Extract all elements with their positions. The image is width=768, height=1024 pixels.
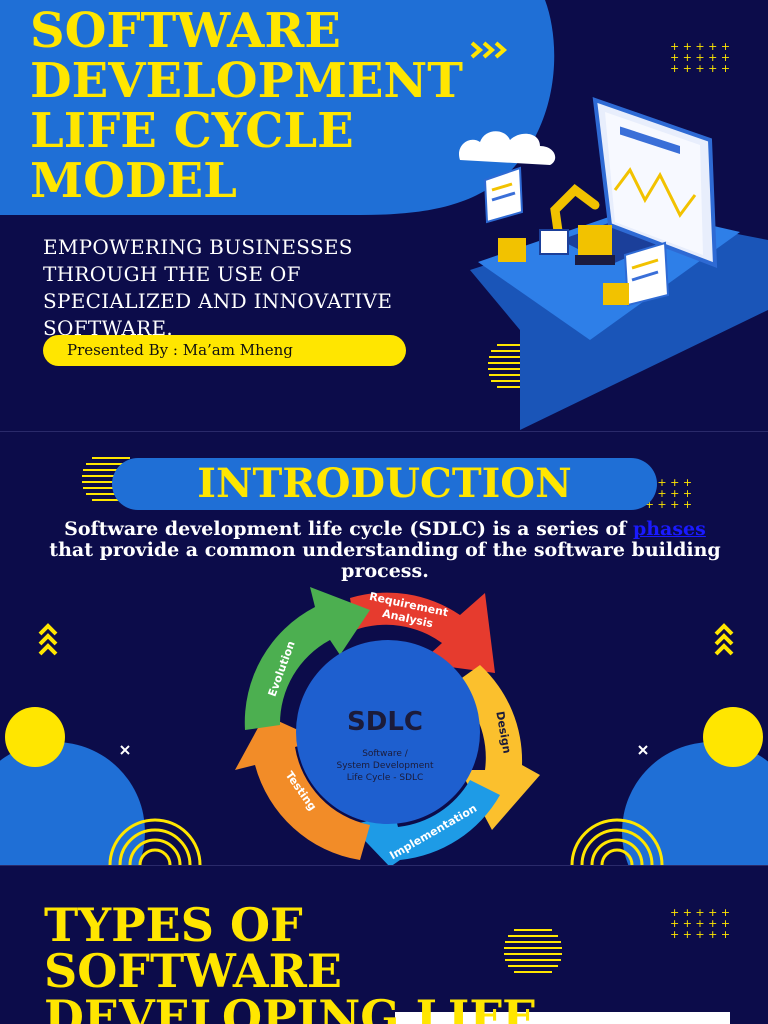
segment-evolution <box>244 587 370 730</box>
svg-text:+ + + + +: + + + + + <box>670 917 730 930</box>
slide1-subtitle: EMPOWERING BUSINESSES THROUGH THE USE OF… <box>43 235 393 340</box>
sdlc-center-line1: Software / <box>362 749 409 759</box>
slide-title: + + + + + + + + + + + + + + + <box>0 0 768 431</box>
desc-text-end: that provide a common understanding of t… <box>49 539 721 582</box>
segment-requirement <box>350 592 495 673</box>
sdlc-ring <box>235 587 540 865</box>
svg-text:+ + + + +: + + + + + <box>670 51 730 64</box>
left-blue-circle <box>0 742 145 865</box>
slide3-decor: + + + + + + + + + + + + + + + <box>395 906 730 1024</box>
section-title: INTRODUCTION <box>197 460 572 507</box>
right-arcs-icon <box>570 818 664 865</box>
presenter-label: Presented By : Ma’am Mheng <box>43 335 406 366</box>
intro-description: Software development life cycle (SDLC) i… <box>40 519 730 582</box>
page-title: SOFTWARE DEVELOPMENT LIFE CYCLE MODEL <box>30 3 464 209</box>
sdlc-center-title: SDLC <box>347 707 423 737</box>
svg-text:+ + + + +: + + + + + <box>670 40 730 53</box>
striped-circle-icon <box>504 929 562 973</box>
white-content-box <box>395 1012 730 1024</box>
desc-text-start: Software development life cycle (SDLC) i… <box>64 518 633 540</box>
slide-types: + + + + + + + + + + + + + + + TYPES OF S… <box>0 865 768 1024</box>
chevron-up-icon <box>714 623 734 656</box>
plus-grid-icon: + + + + + + + + + + + + + + + <box>670 906 730 941</box>
segment-testing <box>235 715 370 860</box>
left-yellow-dot <box>5 707 65 767</box>
plus-grid-icon: + + + + + + + + + + + + + + + <box>670 40 730 75</box>
slide1-decor: + + + + + + + + + + + + + + + <box>0 0 768 430</box>
title-pill <box>112 458 657 510</box>
sdlc-cycle-diagram: SDLC Software / System Development Life … <box>235 587 540 865</box>
header-blob <box>0 0 555 215</box>
sdlc-center-line3: Life Cycle - SDLC <box>347 773 424 783</box>
right-yellow-dot <box>703 707 763 767</box>
left-arcs-icon <box>108 818 202 865</box>
chevron-right-icon <box>470 41 508 59</box>
types-title: TYPES OF SOFTWARE DEVELOPING LIFE <box>44 898 538 1024</box>
slide-introduction: + + + + + + + + + + + + + + + INTRODUCTI… <box>0 431 768 865</box>
sdlc-center-line2: System Development <box>336 761 433 771</box>
slide2-decor: + + + + + + + + + + + + + + + <box>0 457 768 865</box>
segment-implementation <box>350 780 500 865</box>
right-blue-circle <box>622 742 768 865</box>
phases-link[interactable]: phases <box>632 518 706 540</box>
svg-text:+ + + + +: + + + + + <box>670 928 730 941</box>
svg-text:+ + + + +: + + + + + <box>670 906 730 919</box>
svg-text:+ + + + +: + + + + + <box>670 62 730 75</box>
cross-icon <box>120 745 648 755</box>
chevron-up-icon <box>38 623 58 656</box>
sdlc-center <box>296 640 480 824</box>
automation-laptop-illustration <box>459 97 768 430</box>
